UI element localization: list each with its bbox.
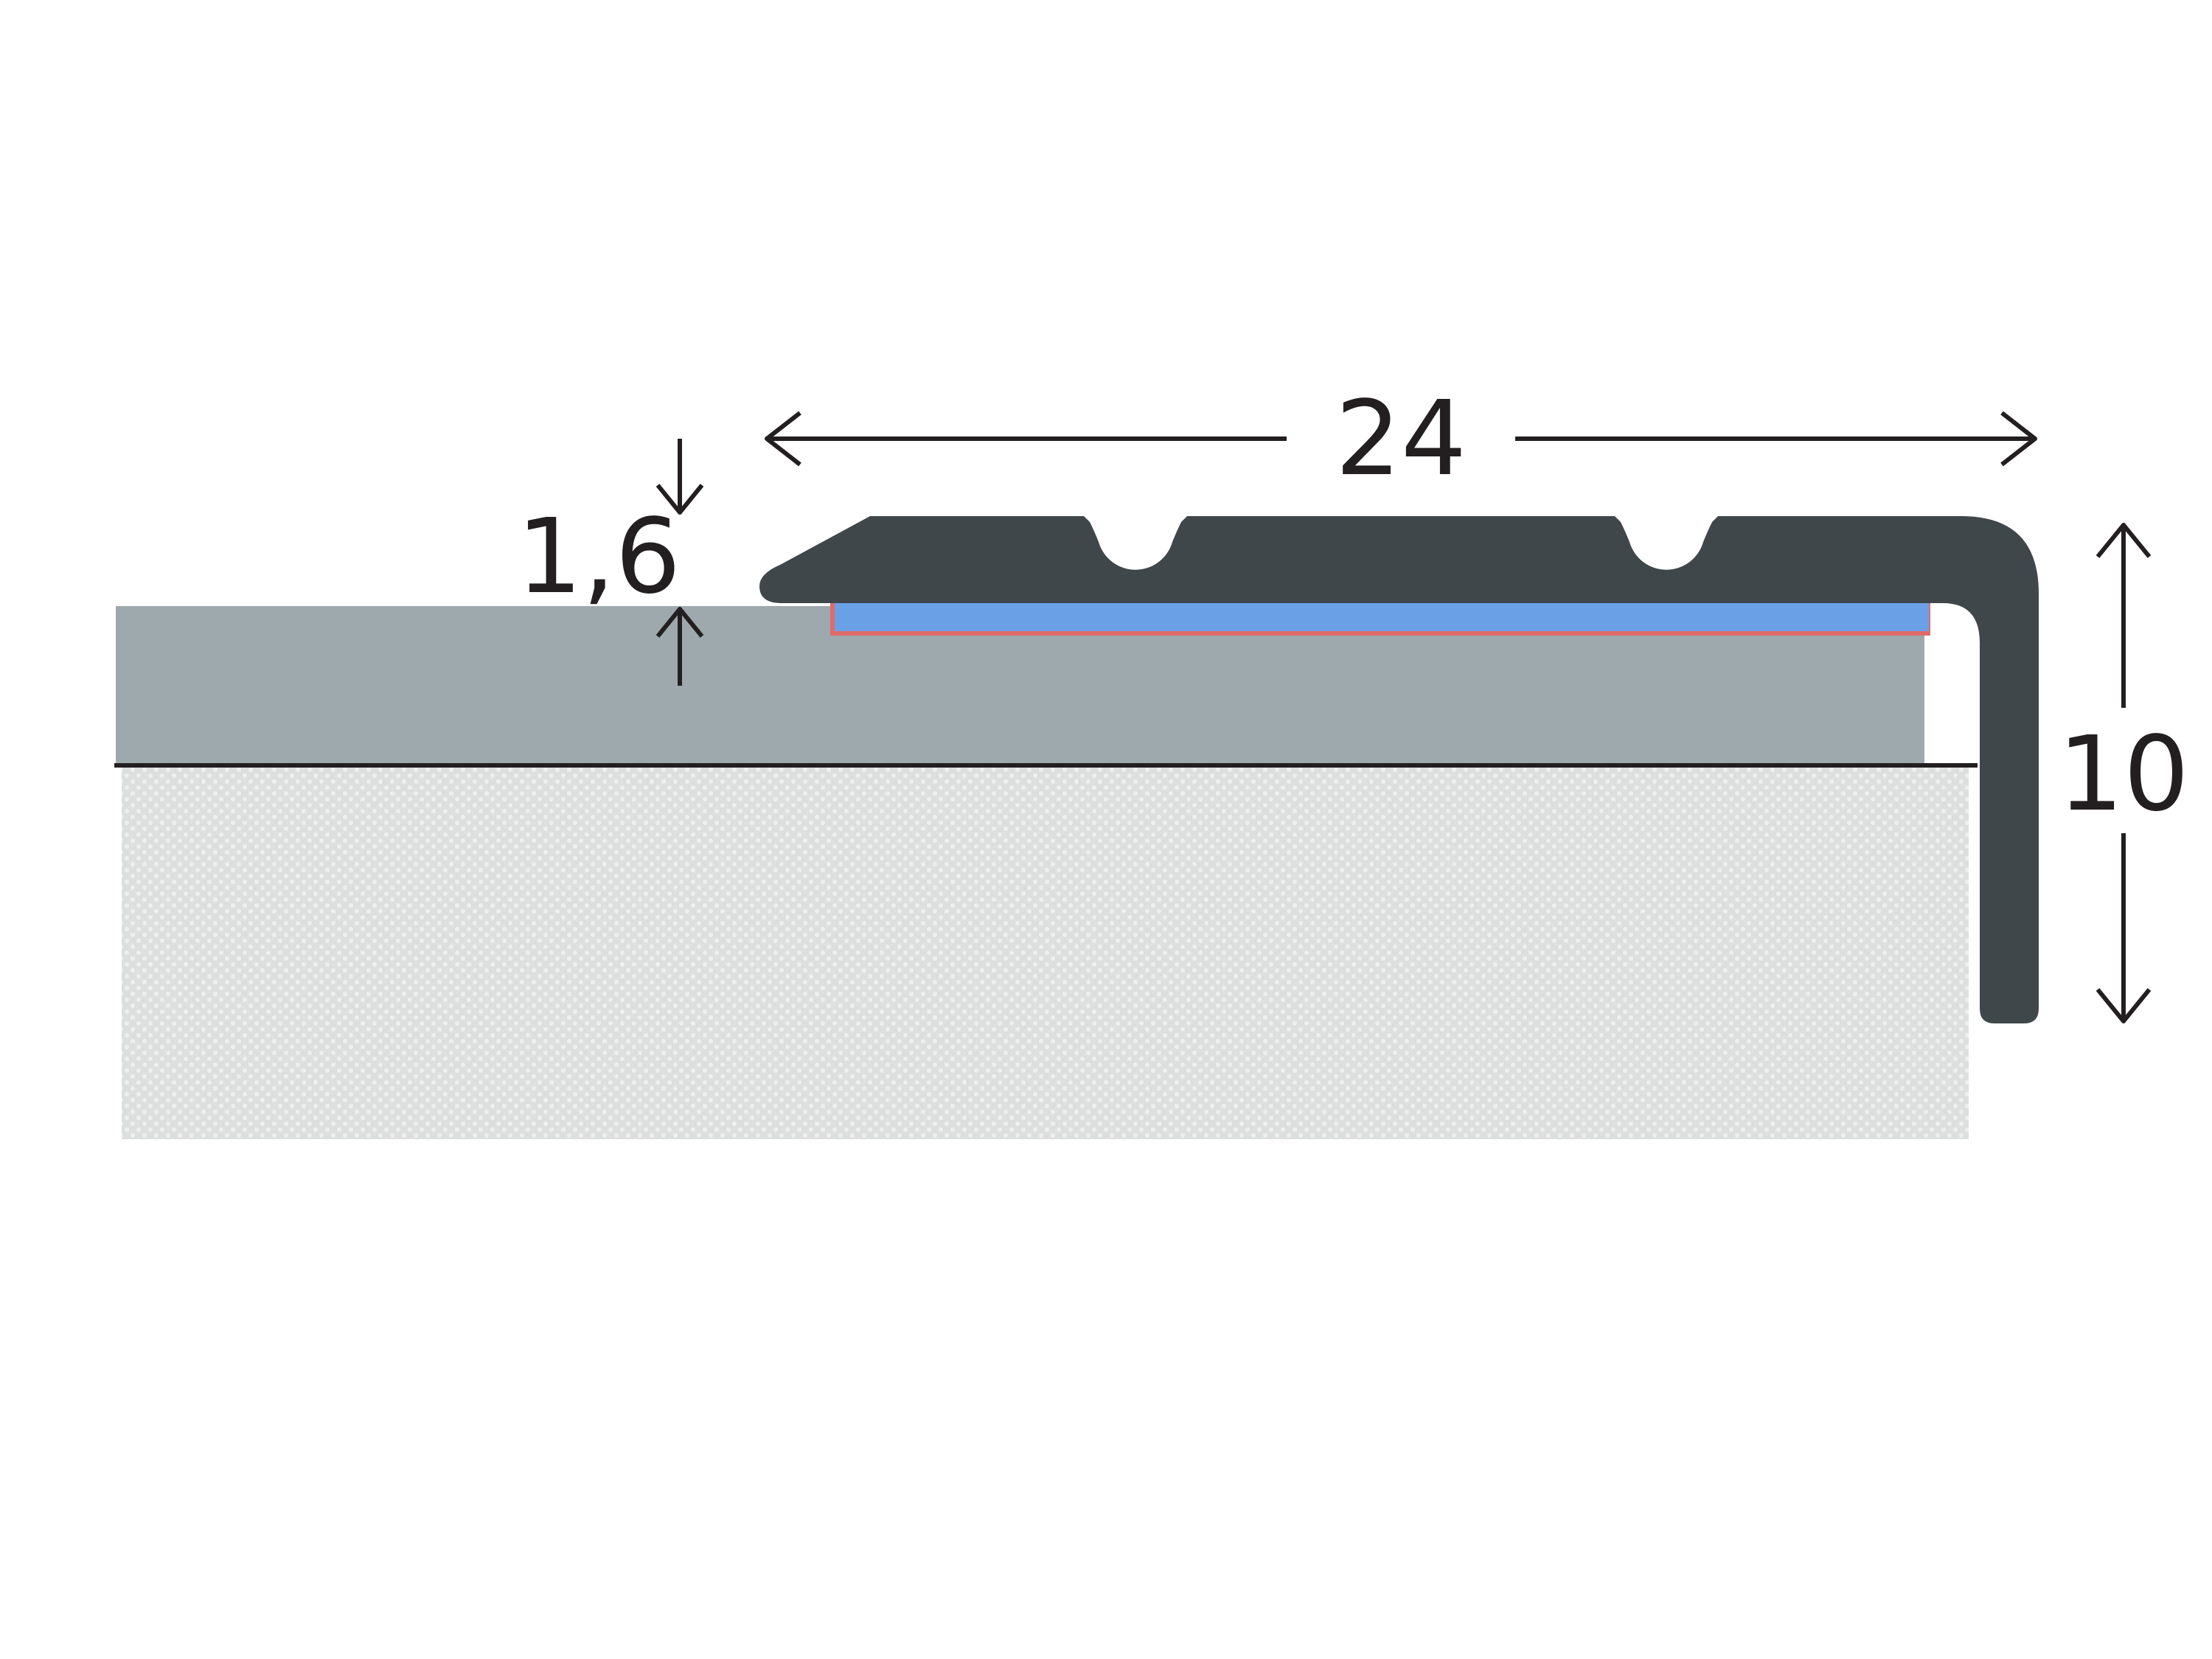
width-label: 24 (1335, 379, 1467, 499)
expansion-gap (1924, 606, 1969, 765)
arrow-up-icon (2096, 523, 2152, 558)
adhesive-strip (835, 603, 1929, 631)
width-dimension: 24 (765, 379, 2037, 499)
arrow-down-icon (2096, 988, 2152, 1023)
arrow-left-icon (765, 411, 801, 467)
nosing-profile (759, 516, 2039, 1023)
subfloor-block (122, 767, 1969, 1139)
height-dimension: 10 (2058, 523, 2189, 1023)
height-label: 10 (2058, 714, 2189, 835)
thickness-dimension: 1,6 (517, 439, 704, 686)
arrow-right-icon (2000, 411, 2037, 467)
arrow-up-icon (655, 607, 704, 638)
arrow-down-icon (655, 484, 704, 515)
thickness-label: 1,6 (517, 497, 681, 617)
